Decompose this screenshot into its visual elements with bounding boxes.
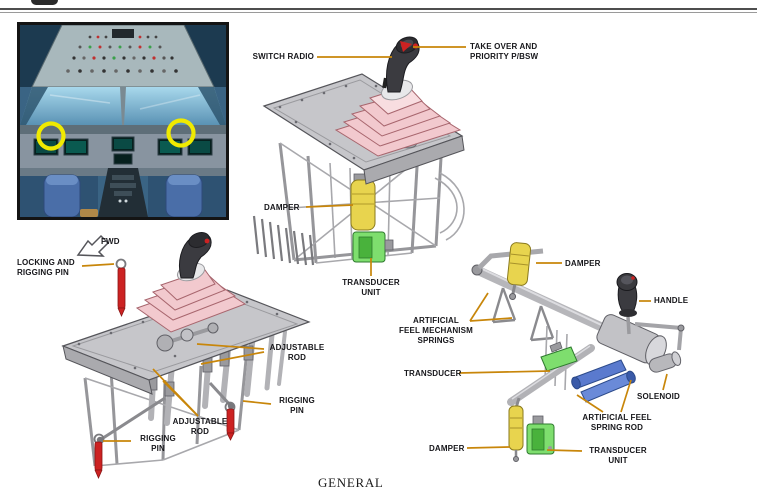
- label-pedestal-damper: DAMPER: [264, 203, 300, 212]
- feel-unit-damper-lower: [508, 397, 524, 462]
- glareshield: [20, 125, 226, 134]
- feel-unit-damper-upper: [506, 242, 532, 301]
- feel-unit-handle: [616, 273, 638, 317]
- take-over-arrow: [400, 41, 412, 52]
- feel-unit-illustration: [471, 242, 685, 462]
- sidestick-rigging-illustration: [61, 232, 311, 479]
- artificial-feel-spring-rods: [571, 359, 636, 403]
- label-locking-rigging-pin: LOCKING AND RIGGING PIN: [17, 258, 75, 277]
- header-rule: [0, 8, 757, 13]
- leader-lines: [81, 41, 668, 452]
- cockpit-photo-inset: [17, 22, 229, 220]
- label-feel-unit-transducer-unit: TRANSDUCER UNIT: [589, 446, 647, 465]
- feel-unit-transducer: [540, 341, 578, 372]
- label-solenoid: SOLENOID: [637, 392, 680, 401]
- label-adjustable-rod-upper: ADJUSTABLE ROD: [269, 343, 325, 362]
- fwd-arrow: [76, 234, 110, 257]
- torque-tube-lower: [507, 344, 595, 406]
- label-pedestal-transducer-unit: TRANSDUCER UNIT: [342, 278, 400, 297]
- label-handle: HANDLE: [654, 296, 689, 305]
- feel-mechanism-springs: [491, 287, 555, 342]
- label-switch-radio: SWITCH RADIO: [252, 52, 314, 61]
- rigging-sidestick-handle: [178, 232, 212, 279]
- sidestick-highlight-circle-right: [166, 118, 196, 148]
- section-title: GENERAL: [318, 475, 384, 490]
- label-feel-unit-damper-lower: DAMPER: [429, 444, 465, 453]
- solenoid-cylinder: [648, 351, 682, 373]
- cockpit-photo: [20, 24, 226, 218]
- overhead-switches: [66, 29, 178, 73]
- rigging-pin-bottom-assembly: [93, 396, 166, 479]
- partial-logo-glyph: [31, 0, 58, 5]
- label-adjustable-rod-lower: ADJUSTABLE ROD: [172, 417, 228, 436]
- locking-rigging-pin: [115, 258, 127, 317]
- label-artificial-feel-spring-rod: ARTIFICIAL FEEL SPRING ROD: [582, 413, 652, 432]
- crank-mechanism: [156, 322, 219, 352]
- sidestick-highlight-circle-left: [36, 121, 66, 151]
- label-transducer: TRANSDUCER: [404, 369, 462, 378]
- label-rigging-pin-bottom: RIGGING PIN: [140, 434, 176, 453]
- feel-unit-transducer-unit: [526, 415, 555, 455]
- label-artificial-feel-mechanism-springs: ARTIFICIAL FEEL MECHANISM SPRINGS: [399, 316, 473, 345]
- label-fwd: FWD: [101, 237, 120, 246]
- pedestal-damper-cylinder: [350, 179, 376, 231]
- label-rigging-pin-right: RIGGING PIN: [279, 396, 315, 415]
- label-take-over-priority: TAKE OVER AND PRIORITY P/BSW: [470, 42, 539, 61]
- rigging-pin-right-assembly: [208, 381, 236, 441]
- label-feel-unit-damper-upper: DAMPER: [565, 259, 601, 268]
- pedestal-sidestick-illustration: [252, 36, 465, 266]
